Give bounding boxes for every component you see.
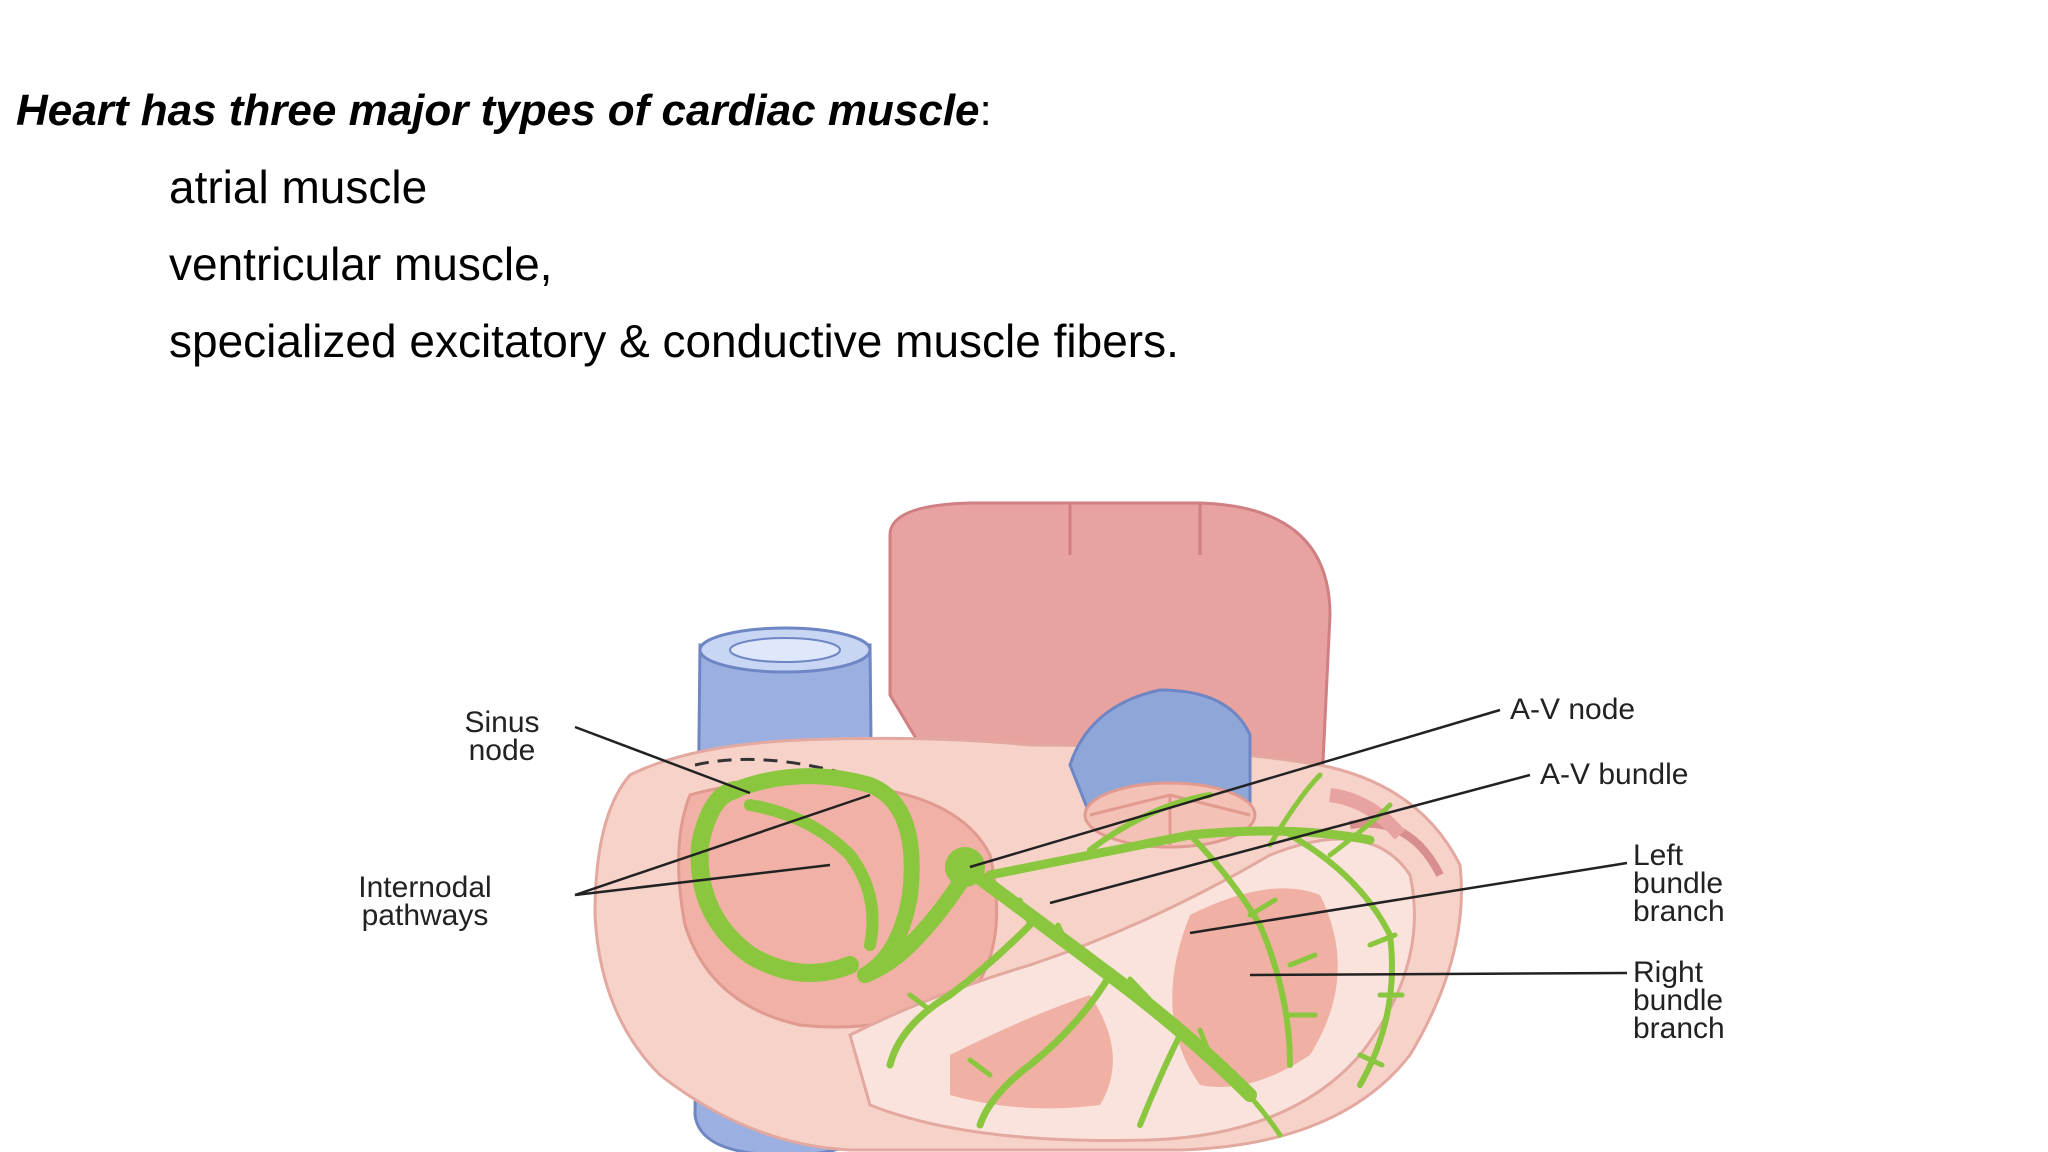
label-right-line1: Right	[1633, 956, 1704, 989]
list-item-specialized: specialized excitatory & conductive musc…	[169, 315, 1179, 367]
dashed-boundary	[694, 757, 851, 777]
label-right-line2: bundle	[1633, 984, 1723, 1017]
label-internodal-line1: Internodal	[358, 871, 491, 904]
leader-lines	[574, 708, 1628, 977]
label-left-line3: branch	[1633, 895, 1725, 928]
figure-labels: Sinus node Internodal pathways A-V node …	[358, 693, 1724, 1045]
label-av-node: A-V node	[1510, 693, 1635, 726]
slide-heading: Heart has three major types of cardiac m…	[16, 82, 992, 140]
heading-colon: :	[979, 86, 992, 135]
label-left-line2: bundle	[1633, 867, 1723, 900]
label-internodal-line2: pathways	[362, 899, 489, 932]
list-item-atrial: atrial muscle	[169, 161, 428, 213]
heading-emphasis: Heart has three major types of cardiac m…	[16, 86, 980, 135]
label-right-line3: branch	[1633, 1012, 1725, 1045]
label-av-bundle: A-V bundle	[1540, 758, 1688, 791]
label-left-line1: Left	[1633, 839, 1684, 872]
heart-conduction-diagram: Sinus node Internodal pathways A-V node …	[358, 501, 1725, 1152]
label-sinus-line1: Sinus	[464, 706, 539, 739]
label-sinus-line2: node	[469, 734, 536, 767]
list-item-ventricular: ventricular muscle,	[169, 238, 553, 290]
